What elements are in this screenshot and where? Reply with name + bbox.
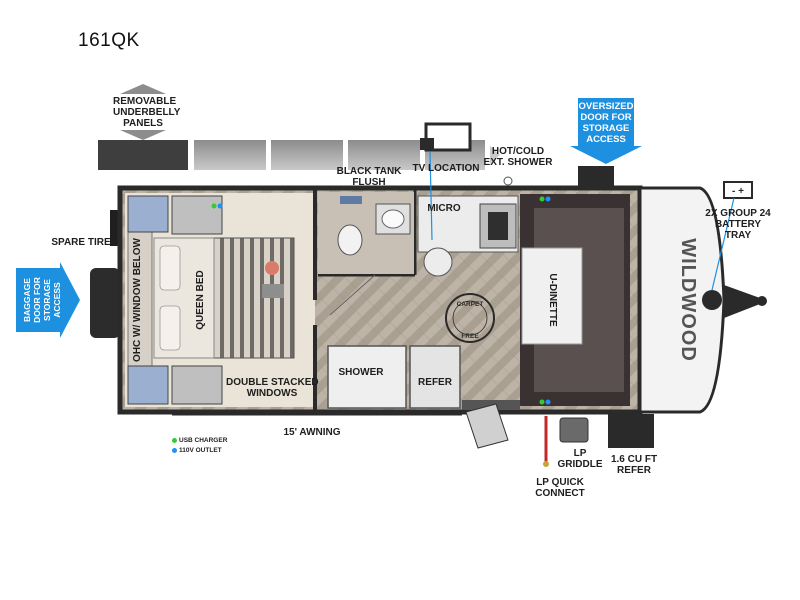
queen-bed-label: QUEEN BED bbox=[195, 270, 206, 329]
baggage-line-1: BAGGAGE bbox=[22, 278, 32, 322]
legend-usb: USB CHARGER bbox=[172, 437, 227, 444]
kitchen bbox=[417, 195, 519, 277]
interior-walls bbox=[313, 190, 417, 410]
usb-dot-icon bbox=[172, 437, 177, 443]
bedroom bbox=[125, 193, 315, 407]
exterior-refer-icon bbox=[608, 414, 654, 448]
carpet-free-line-1: CARPET bbox=[457, 301, 484, 308]
underbelly-double-arrow-icon bbox=[120, 84, 166, 140]
battery-icon bbox=[711, 181, 753, 291]
outlet-markers bbox=[211, 196, 551, 405]
exterior-refer-label: 1.6 CU FT REFER bbox=[610, 454, 658, 476]
u-dinette-label: U-DINETTE bbox=[547, 273, 558, 327]
ext-shower-label: HOT/COLD EXT. SHOWER bbox=[483, 146, 553, 168]
micro-label: MICRO bbox=[427, 203, 461, 214]
oversized-door-label: OVERSIZED DOOR FOR STORAGE ACCESS bbox=[578, 101, 634, 145]
legend-110v: 110V OUTLET bbox=[172, 447, 222, 454]
black-tank-flush-label: BLACK TANK FLUSH bbox=[336, 166, 402, 188]
underbelly-label: REMOVABLE UNDERBELLY PANELS bbox=[113, 96, 181, 129]
ext-shower-icon bbox=[503, 176, 513, 186]
battery-symbol: - + bbox=[732, 186, 744, 197]
carpet-free-line-2: FREE bbox=[461, 333, 479, 340]
shower-label: SHOWER bbox=[338, 367, 384, 378]
interior-refer bbox=[409, 345, 461, 409]
tv-location-label: TV LOCATION bbox=[412, 163, 480, 174]
baggage-line-2: DOOR FOR bbox=[32, 277, 42, 323]
lp-griddle-label: LP GRIDDLE bbox=[557, 448, 603, 470]
baggage-door-arrow-icon bbox=[16, 262, 80, 338]
refer-label: REFER bbox=[418, 377, 452, 388]
awning-label: 15' AWNING bbox=[283, 427, 341, 438]
front-storage-door bbox=[578, 166, 614, 188]
shower-stall bbox=[327, 345, 407, 409]
brand-wordmark: WILDWOOD bbox=[677, 238, 699, 362]
baggage-line-4: ACCESS bbox=[52, 282, 62, 318]
bathroom bbox=[318, 192, 414, 274]
tv-icon bbox=[420, 122, 472, 241]
baggage-line-3: STORAGE bbox=[42, 279, 52, 321]
model-name: 161QK bbox=[78, 30, 140, 51]
double-stacked-windows-label: DOUBLE STACKED WINDOWS bbox=[226, 377, 319, 399]
outlet-dot-icon bbox=[172, 447, 177, 453]
u-dinette bbox=[520, 194, 630, 406]
ohc-label: OHC W/ WINDOW BELOW bbox=[132, 238, 143, 362]
oversized-door-arrow-icon bbox=[570, 98, 642, 164]
entry-door bbox=[462, 400, 520, 449]
spare-tire-label: SPARE TIRE bbox=[51, 237, 111, 248]
lp-griddle-icon bbox=[559, 417, 589, 443]
carpet-free-badge-icon bbox=[445, 293, 495, 343]
battery-tray-label: 2X GROUP 24 BATTERY TRAY bbox=[705, 208, 771, 241]
lp-quick-connect-label: LP QUICK CONNECT bbox=[535, 477, 585, 499]
lp-quick-connect-icon bbox=[543, 416, 549, 467]
